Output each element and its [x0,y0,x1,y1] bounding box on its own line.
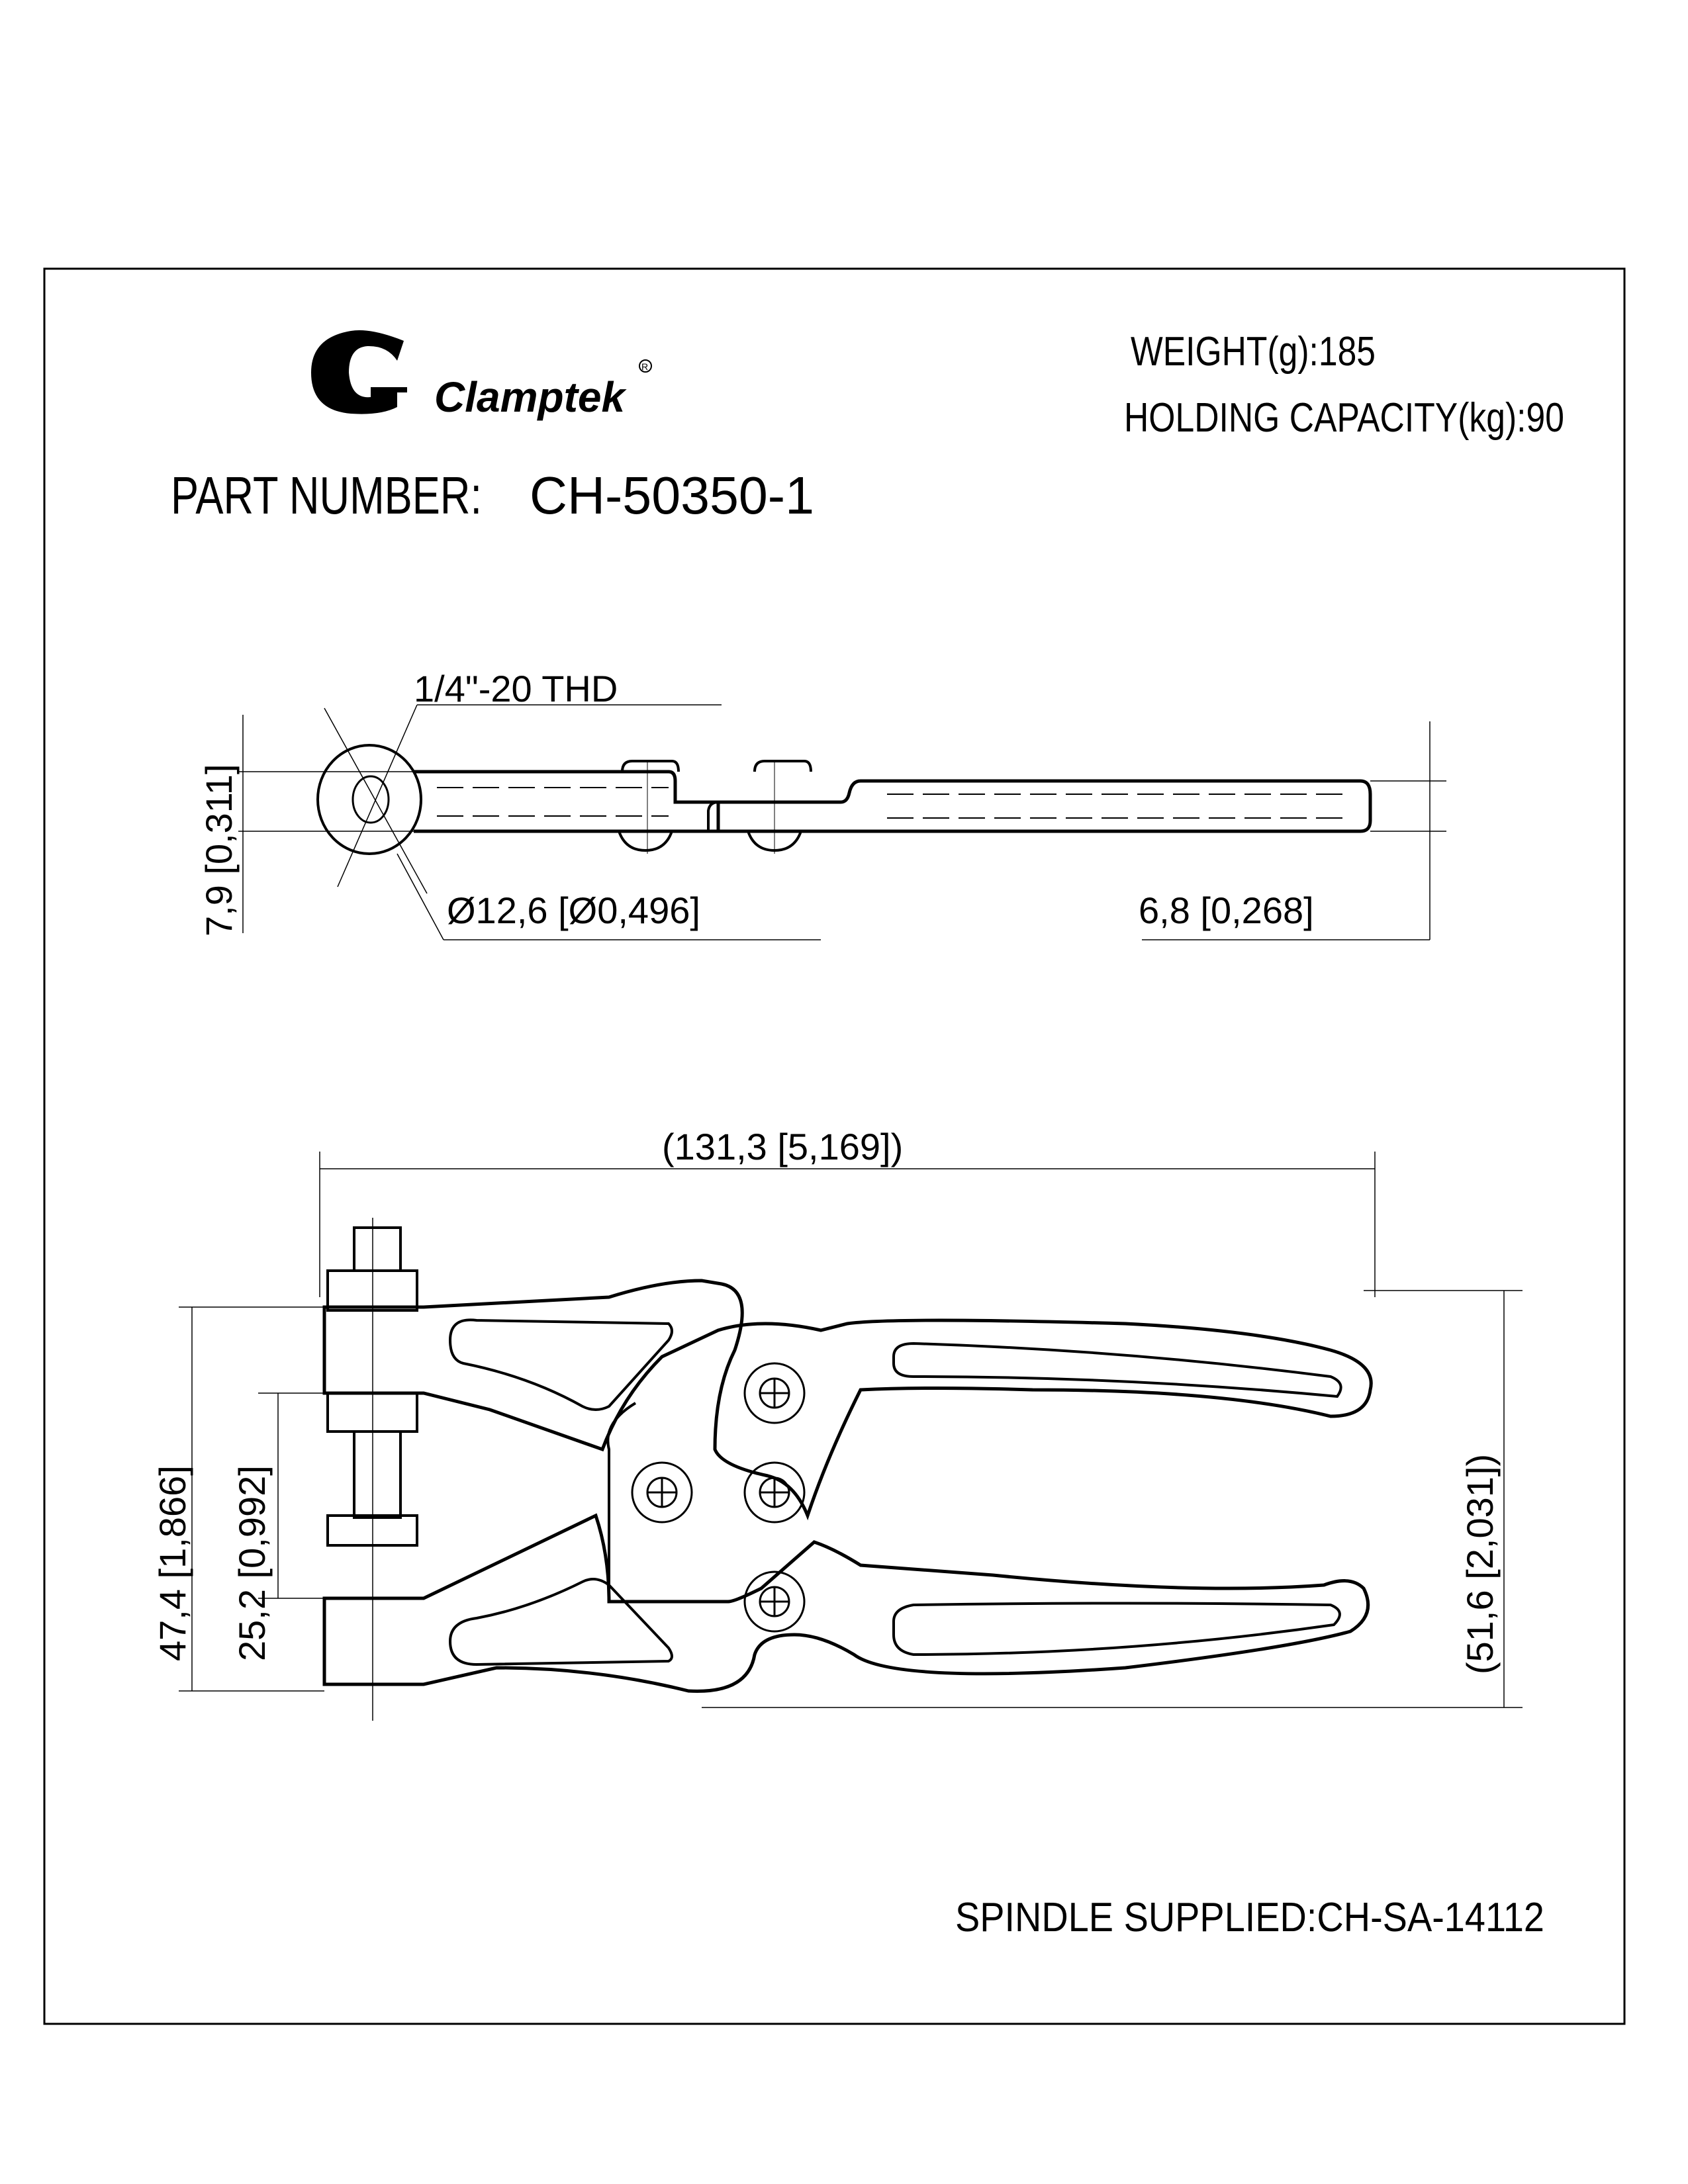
part-number-label: PART NUMBER: [171,466,482,525]
jaw-opening-dimension: 25,2 [0,992] [231,1465,273,1661]
front-view [179,1152,1523,1721]
diameter-dimension: Ø12,6 [Ø0,496] [447,889,700,931]
left-thickness-dimension: 7,9 [0,311] [198,764,240,936]
side-view [238,704,1446,940]
part-number-value: CH-50350-1 [530,466,814,525]
height-right-dimension: (51,6 [2,031]) [1459,1454,1501,1674]
clamptek-logo: Clamptek R [311,330,652,421]
spindle-supplied-note: SPINDLE SUPPLIED:CH-SA-14112 [955,1895,1544,1940]
thread-label: 1/4"-20 THD [414,668,618,709]
right-thickness-dimension: 6,8 [0,268] [1139,889,1314,931]
registered-mark: R [641,361,648,372]
height-left-dimension: 47,4 [1,866] [152,1465,193,1661]
holding-capacity-spec: HOLDING CAPACITY(kg):90 [1124,395,1564,441]
drawing-border [43,267,1626,2025]
brand-name: Clamptek [434,373,628,421]
overall-length-dimension: (131,3 [5,169]) [662,1126,903,1167]
weight-spec: WEIGHT(g):185 [1131,329,1376,375]
